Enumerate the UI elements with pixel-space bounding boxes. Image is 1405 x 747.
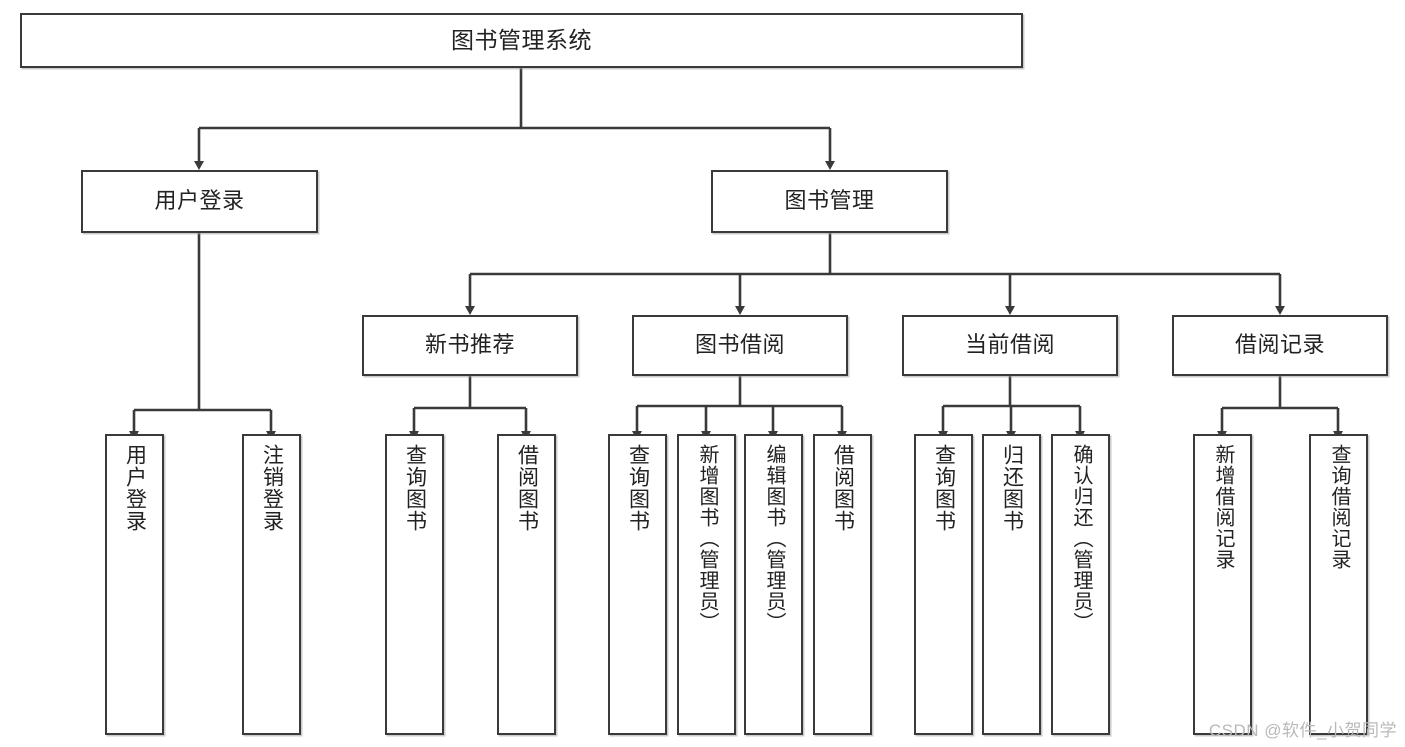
node-label: 借阅记录: [1234, 332, 1325, 358]
node-label: 查询图书: [403, 444, 427, 532]
leaf-recommend-borrow-book[interactable]: 借阅图书: [497, 434, 556, 735]
leaf-borrow-add-book-admin[interactable]: 新增图书（管理员）: [677, 434, 736, 735]
node-label: 归还图书: [1000, 444, 1024, 532]
node-label: 查询图书: [932, 444, 956, 532]
node-label: 新增借阅记录: [1212, 444, 1234, 570]
node-new-book-recommend[interactable]: 新书推荐: [362, 315, 578, 376]
node-label: 用户登录: [123, 444, 147, 532]
node-user-login[interactable]: 用户登录: [81, 170, 318, 233]
node-label: 新增图书（管理员）: [696, 444, 718, 633]
node-label: 图书借阅: [694, 332, 785, 358]
node-label: 用户登录: [154, 188, 245, 214]
node-label: 图书管理: [784, 188, 875, 214]
leaf-records-query-record[interactable]: 查询借阅记录: [1309, 434, 1368, 735]
leaf-user-login-login[interactable]: 用户登录: [105, 434, 164, 735]
leaf-borrow-query-book[interactable]: 查询图书: [608, 434, 667, 735]
node-label: 新书推荐: [424, 332, 515, 358]
node-label: 编辑图书（管理员）: [763, 444, 785, 633]
node-root-system[interactable]: 图书管理系统: [20, 13, 1023, 68]
leaf-current-confirm-return-admin[interactable]: 确认归还（管理员）: [1051, 434, 1110, 735]
node-borrow-records[interactable]: 借阅记录: [1172, 315, 1388, 376]
leaf-records-add-record[interactable]: 新增借阅记录: [1193, 434, 1252, 735]
node-label: 当前借阅: [964, 332, 1055, 358]
leaf-user-login-logout[interactable]: 注销登录: [242, 434, 301, 735]
leaf-current-return-book[interactable]: 归还图书: [982, 434, 1041, 735]
node-label: 图书管理系统: [451, 26, 592, 53]
node-label: 查询借阅记录: [1328, 444, 1350, 570]
node-label: 查询图书: [626, 444, 650, 532]
leaf-current-query-book[interactable]: 查询图书: [914, 434, 973, 735]
node-book-management[interactable]: 图书管理: [711, 170, 948, 233]
node-current-borrow[interactable]: 当前借阅: [902, 315, 1118, 376]
leaf-borrow-edit-book-admin[interactable]: 编辑图书（管理员）: [744, 434, 803, 735]
node-label: 确认归还（管理员）: [1070, 444, 1092, 633]
leaf-recommend-query-book[interactable]: 查询图书: [385, 434, 444, 735]
node-label: 借阅图书: [515, 444, 539, 532]
leaf-borrow-borrow-book[interactable]: 借阅图书: [813, 434, 872, 735]
node-book-borrow[interactable]: 图书借阅: [632, 315, 848, 376]
node-label: 注销登录: [260, 444, 284, 532]
watermark: CSDN @软件_小贺同学: [1208, 721, 1397, 740]
node-label: 借阅图书: [831, 444, 855, 532]
